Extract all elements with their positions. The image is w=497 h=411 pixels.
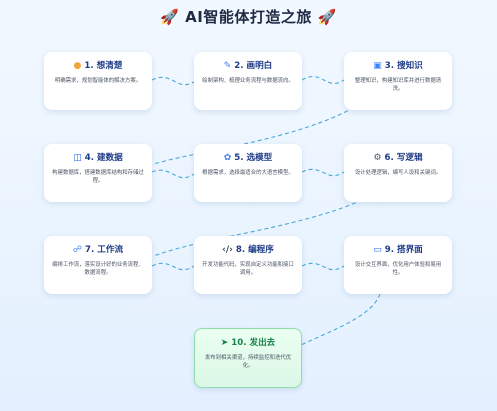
code-icon: ‹/›: [222, 245, 233, 255]
step-card-5: ✿5. 选模型 根据需求，选择最适合的大语言模型。: [194, 144, 302, 202]
step-card-2-title: ✎2. 画明白: [201, 60, 295, 72]
step-card-5-desc: 根据需求，选择最适合的大语言模型。: [202, 170, 294, 176]
step-card-1-desc: 明确需求，规划智能体的解决方案。: [54, 78, 142, 84]
page-title: 🚀 AI智能体打造之旅 🚀: [160, 8, 337, 26]
step-card-8: ‹/›8. 编程序 开发功能代码，实现自定义功能和接口调用。: [194, 236, 302, 294]
step-card-8-desc: 开发功能代码，实现自定义功能和接口调用。: [202, 262, 294, 276]
step-card-10-title: ➤10. 发出去: [202, 337, 294, 349]
step-card-9-desc: 设计交互界面，优化用户体验和易用性。: [354, 262, 442, 276]
step-card-8-label: 8. 编程序: [235, 245, 274, 255]
step-card-9-label: 9. 搭界面: [384, 245, 423, 255]
step-card-7: ☍7. 工作流 编排工作流，落实设计好的业务流程、数据流程。: [44, 236, 152, 294]
step-card-9-title: ▭9. 搭界面: [351, 244, 445, 256]
step-card-4-desc: 构建数据库，搭建数据库结构和存储过程。: [52, 170, 144, 184]
step-card-3-label: 3. 搜知识: [384, 61, 423, 71]
step-card-1-title: ●1. 想清楚: [51, 60, 145, 72]
step-card-2: ✎2. 画明白 绘制架构、梳理业务流程与数据流向。: [194, 52, 302, 110]
workflow-icon: ☍: [72, 245, 83, 255]
step-card-6-desc: 设计处理逻辑，编写人设和关键词。: [354, 170, 442, 176]
lightbulb-icon: ●: [73, 61, 82, 71]
link-7-8: [151, 262, 195, 271]
link-8-9: [301, 262, 345, 271]
monitor-icon: ▭: [373, 245, 382, 255]
step-card-7-desc: 编排工作流，落实设计好的业务流程、数据流程。: [52, 262, 144, 276]
step-card-2-desc: 绘制架构、梳理业务流程与数据流向。: [202, 78, 294, 84]
step-card-10: ➤10. 发出去 发布到相关渠道，持续监控和迭代优化。: [194, 328, 302, 388]
step-card-8-title: ‹/›8. 编程序: [201, 244, 295, 256]
step-card-1-label: 1. 想清楚: [84, 61, 123, 71]
step-card-4-title: ◫4. 建数据: [51, 152, 145, 164]
rocket-icon: ➤: [220, 338, 229, 348]
drawing-icon: ✎: [223, 61, 232, 71]
step-card-5-title: ✿5. 选模型: [201, 152, 295, 164]
link-1-2: [151, 76, 195, 86]
step-card-4: ◫4. 建数据 构建数据库，搭建数据库结构和存储过程。: [44, 144, 152, 202]
step-card-7-label: 7. 工作流: [85, 245, 124, 255]
step-card-10-label: 10. 发出去: [231, 338, 276, 348]
step-card-3: ▣3. 搜知识 整理知识，构建知识库并进行数据清洗。: [344, 52, 452, 110]
step-card-6-title: ⚙6. 写逻辑: [351, 152, 445, 164]
link-2-3: [301, 75, 345, 85]
link-4-5: [151, 169, 195, 179]
book-icon: ▣: [373, 61, 382, 71]
step-card-1: ●1. 想清楚 明确需求，规划智能体的解决方案。: [44, 52, 152, 110]
link-6-7: [153, 199, 363, 257]
database-icon: ◫: [73, 153, 82, 163]
step-card-6: ⚙6. 写逻辑 设计处理逻辑，编写人设和关键词。: [344, 144, 452, 202]
link-5-6: [301, 168, 345, 177]
step-card-7-title: ☍7. 工作流: [51, 244, 145, 256]
step-card-2-label: 2. 画明白: [234, 61, 273, 71]
link-3-4: [153, 103, 361, 165]
link-9-10: [275, 293, 381, 359]
step-card-5-label: 5. 选模型: [234, 153, 273, 163]
step-card-3-title: ▣3. 搜知识: [351, 60, 445, 72]
step-card-10-desc: 发布到相关渠道，持续监控和迭代优化。: [204, 355, 292, 369]
brain-icon: ✿: [223, 153, 232, 163]
step-card-4-label: 4. 建数据: [84, 153, 123, 163]
gears-icon: ⚙: [373, 153, 382, 163]
step-card-9: ▭9. 搭界面 设计交互界面，优化用户体验和易用性。: [344, 236, 452, 294]
step-card-6-label: 6. 写逻辑: [384, 153, 423, 163]
step-card-3-desc: 整理知识，构建知识库并进行数据清洗。: [354, 78, 442, 92]
